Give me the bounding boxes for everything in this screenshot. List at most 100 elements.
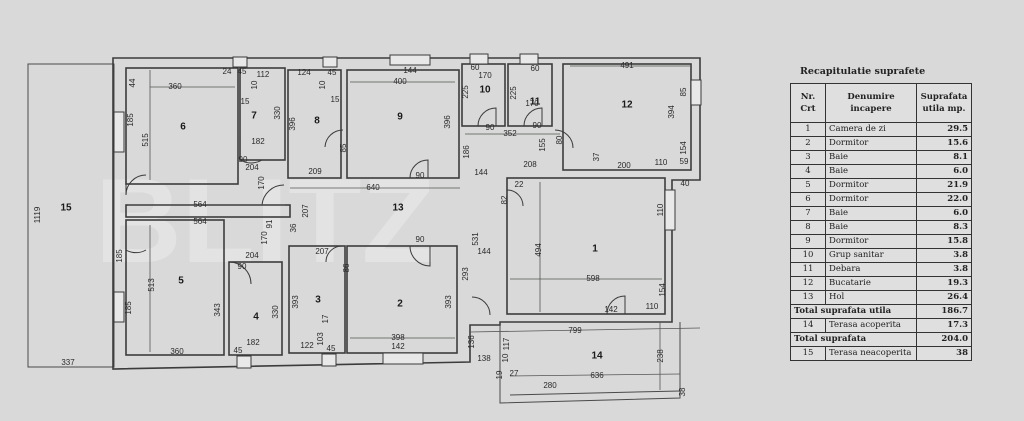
room-number-6: 6 [180,122,186,133]
dim-label: 59 [680,157,689,166]
dim-label: 238 [656,349,665,363]
watermark: BLITZ [95,154,435,288]
row-area: 8.1 [916,150,972,165]
row-nr: 9 [790,234,826,249]
room-numbers: 1 2 3 4 5 6 7 8 9 10 11 12 13 14 15 [60,85,633,362]
dim-label: 360 [168,82,182,91]
row-name: Dormitor [825,192,917,207]
door-arc [409,245,431,267]
row-nr: 2 [790,136,826,151]
room-8-walls [287,69,342,179]
terrace-14-outline [499,322,681,404]
door-arc [606,295,626,315]
dim-label: 90 [486,123,495,132]
row-nr: 8 [790,220,826,235]
dim-label: 207 [315,247,329,256]
dim-label: 110 [655,158,668,167]
row-area: 8.3 [916,220,972,235]
dim-label: 1119 [33,206,42,223]
row-nr: 11 [790,262,826,277]
window [664,189,676,231]
row-nr: 10 [790,248,826,263]
row-name: Dormitor [825,234,917,249]
dim-label: 45 [238,67,247,76]
dim-label: 10 [318,80,327,89]
dim-label: 185 [115,249,124,263]
row-name: Grup sanitar [825,248,917,263]
dim-label: 182 [251,137,265,146]
dim-label: 142 [391,342,405,351]
row-name: Baie [825,206,917,221]
row-nr: 12 [790,276,826,291]
dimension-labels: 44 360 24 45 112 10 15 330 182 90 204 17… [33,61,690,396]
row-area: 3.8 [916,262,972,277]
window [236,355,252,369]
dim-label: 60 [531,64,540,73]
row-name: Terasa neacoperita [825,346,917,361]
door-arc [239,138,263,164]
room-number-7: 7 [251,111,257,122]
dim-label: 225 [461,85,470,99]
dimension-line [469,327,701,333]
dim-label: 38 [678,387,687,396]
room-9-walls [346,69,460,179]
door-arc [409,159,429,179]
dim-label: 400 [393,77,407,86]
dim-label: 170 [257,176,266,190]
dim-label: 138 [477,354,491,363]
col-header-area: Suprafata utila mp. [916,83,972,123]
row-nr: 7 [790,206,826,221]
row-name: Baie [825,164,917,179]
dim-label: 90 [416,171,425,180]
dim-label: 154 [679,141,688,155]
dim-label: 640 [366,183,380,192]
row-area: 3.8 [916,248,972,263]
row-name: Baie [825,220,917,235]
table-row: 14 Terasa acoperita 17.3 [790,318,972,333]
dim-label: 144 [474,168,488,177]
room-12-walls [562,63,692,171]
dim-label: 293 [461,267,470,281]
door-arc [477,107,497,127]
total-useful-row: Total suprafata utila 186.7 [790,304,972,319]
door-arc [554,129,574,149]
door-arc [125,230,147,254]
dim-label: 360 [170,347,184,356]
table-row: 15 Terasa neacoperita 38 [790,346,972,361]
dimension-line [509,373,681,377]
dim-label: 90 [239,155,248,164]
dim-label: 394 [667,105,676,119]
terrace-15-outline [27,63,115,368]
room-number-13: 13 [392,203,404,214]
dim-label: 330 [273,106,282,120]
row-area: 26.4 [916,290,972,305]
area-summary-table: Nr. Crt Denumire incapere Suprafata util… [790,83,972,361]
dim-label: 393 [291,295,300,309]
table-title: Recapitulatie suprafete [800,66,926,77]
row-area: 17.3 [916,318,972,333]
dim-label: 136 [467,335,476,349]
dim-label: 45 [327,344,336,353]
dim-label: 103 [316,332,325,346]
dim-label: 60 [471,63,480,72]
room-number-14: 14 [591,351,603,362]
row-nr: 1 [790,122,826,137]
row-nr: 3 [790,150,826,165]
dim-label: 280 [543,381,557,390]
dim-label: 36 [289,223,298,232]
dim-label: 117 [502,337,511,350]
dim-label: 636 [590,371,604,380]
row-name: Bucatarie [825,276,917,291]
dim-label: 200 [617,161,631,170]
row-nr: 6 [790,192,826,207]
dim-label: 170 [478,71,492,80]
window [322,56,338,68]
dim-label: 10 [501,353,510,362]
door-arc [523,107,543,127]
